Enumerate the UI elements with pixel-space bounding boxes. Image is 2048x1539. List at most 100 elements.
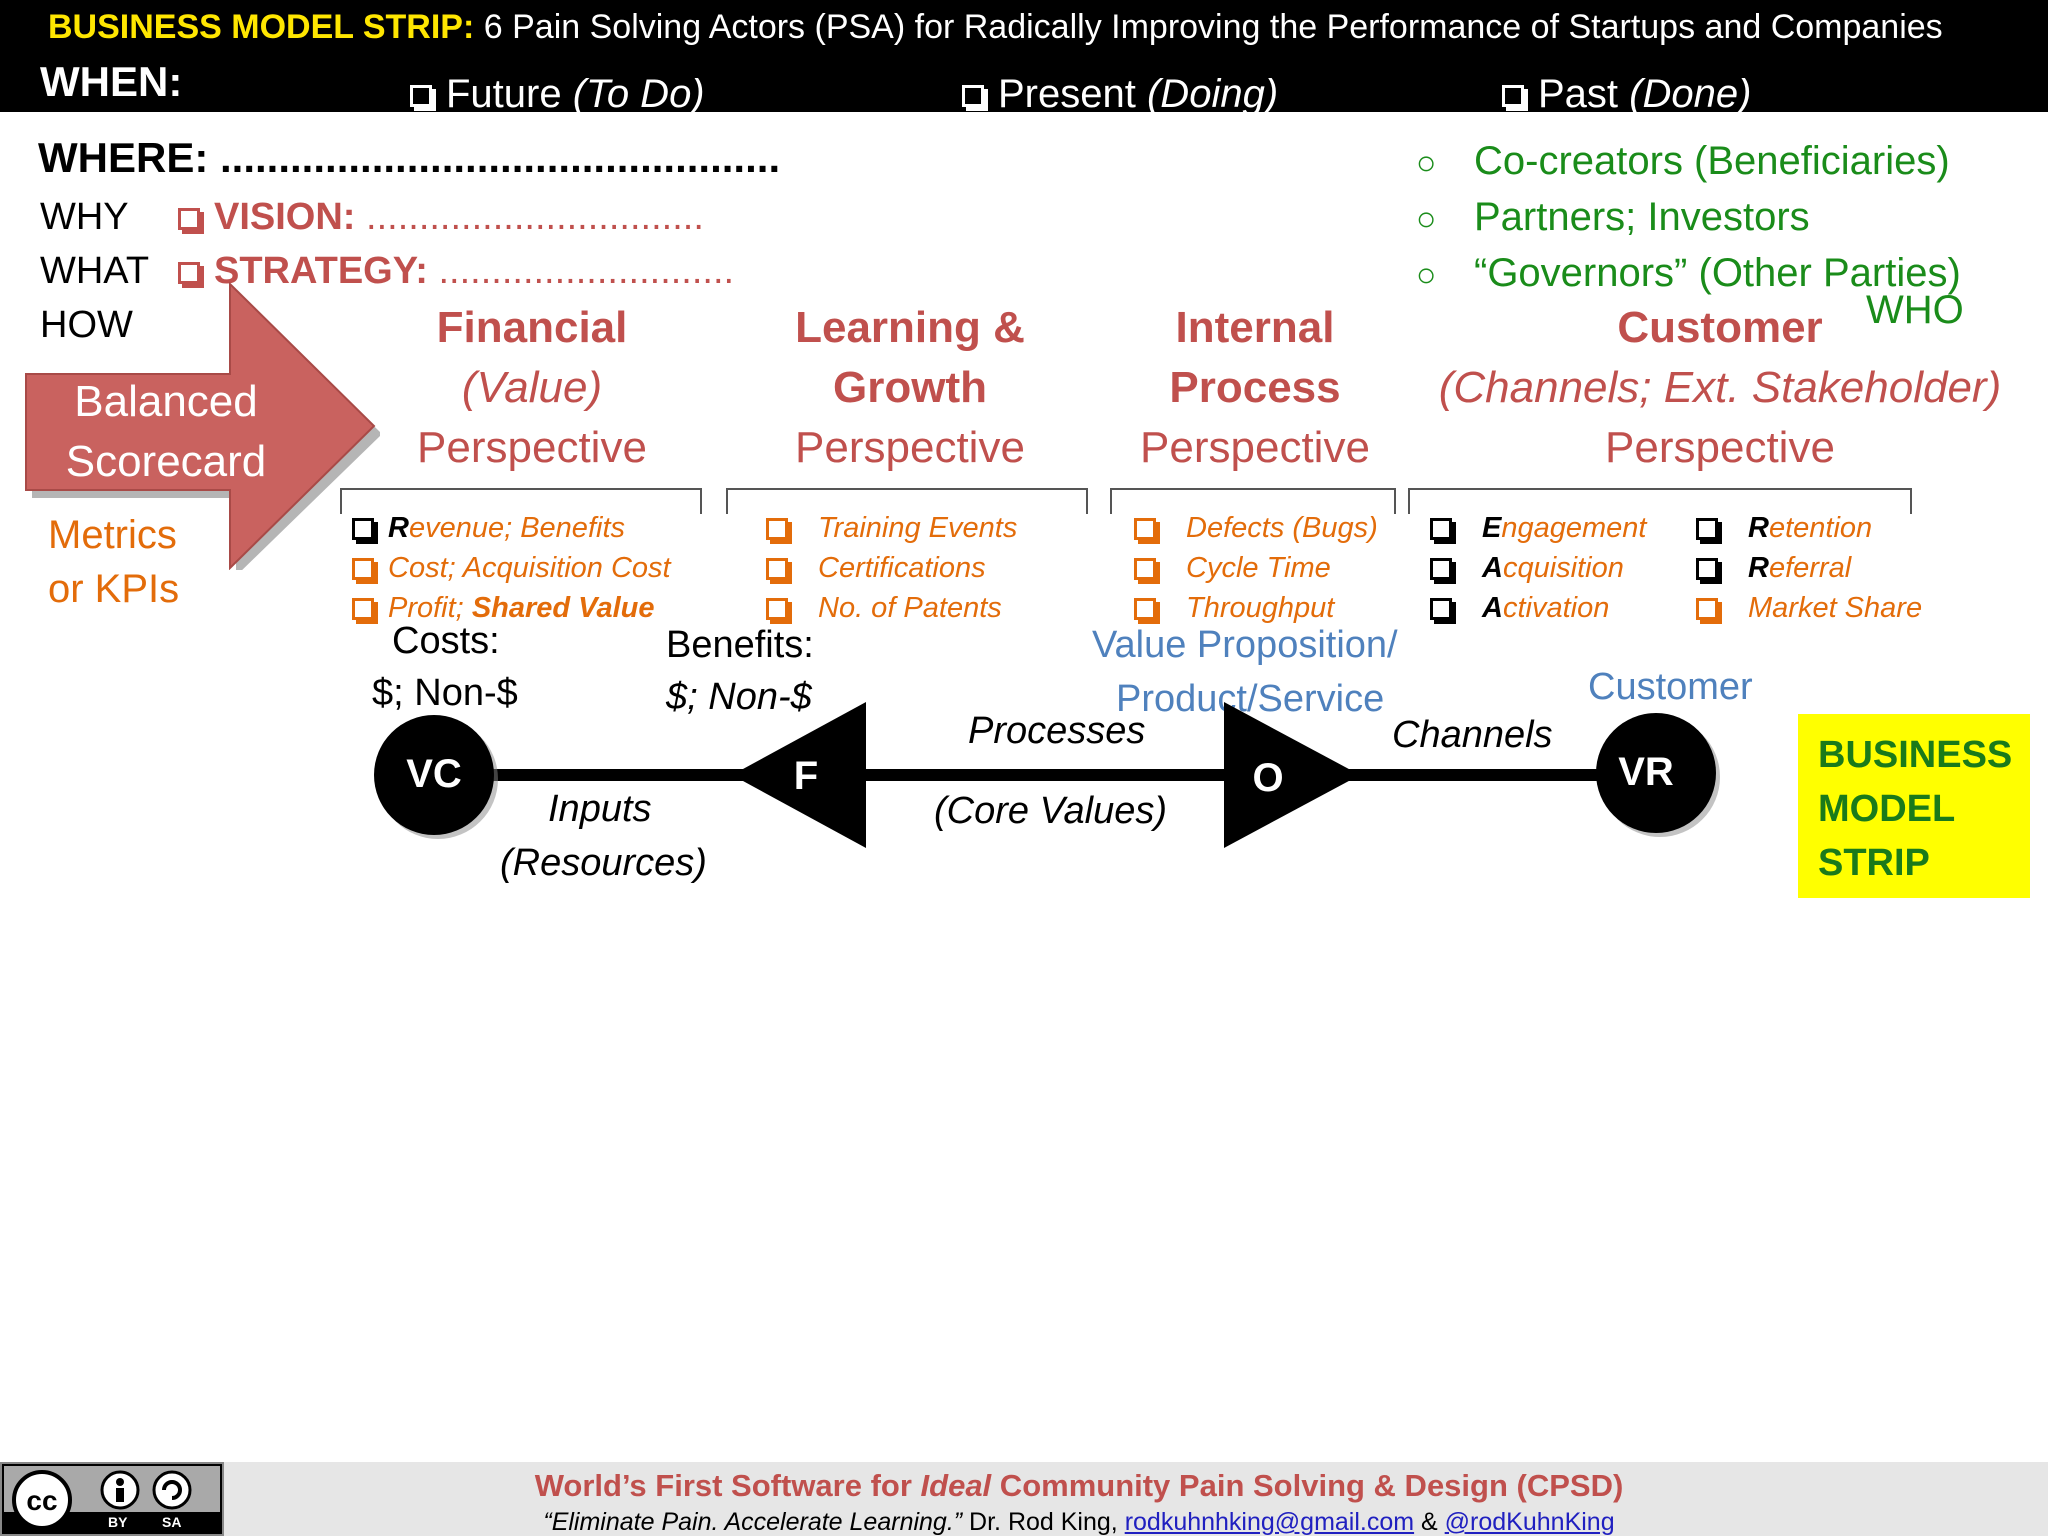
who-label: WHO [1866, 288, 1964, 332]
kpi-item: Referral [1696, 548, 1922, 588]
costs-label: Costs: [392, 620, 500, 662]
kpi-item: Retention [1696, 508, 1922, 548]
kpi-item: Profit; Shared Value [352, 588, 671, 628]
header-title: BUSINESS MODEL STRIP: 6 Pain Solving Act… [48, 8, 1943, 47]
kpi-list-customer-a: Engagement Acquisition Activation [1430, 508, 1646, 628]
kpi-item: No. of Patents [766, 588, 1017, 628]
checkbox-icon[interactable] [766, 518, 788, 541]
where-row: WHERE: .................................… [38, 134, 780, 182]
twitter-link[interactable]: @rodKuhnKing [1444, 1508, 1615, 1536]
bullet-icon: ○ [1416, 144, 1437, 182]
kpi-list-customer-b: Retention Referral Market Share [1696, 508, 1922, 628]
svg-text:cc: cc [26, 1485, 57, 1516]
checkbox-icon[interactable] [766, 598, 788, 621]
business-model-strip-diagram [374, 702, 1720, 848]
node-vc-label: VC [406, 752, 462, 796]
bullet-icon: ○ [1416, 200, 1437, 238]
strategy-label: STRATEGY: [214, 250, 428, 292]
benefits-label: Benefits: [666, 624, 814, 666]
checkbox-icon[interactable] [1430, 598, 1452, 621]
kpi-item: Throughput [1134, 588, 1378, 628]
checkbox-icon[interactable] [1430, 558, 1452, 581]
checkbox-icon[interactable] [178, 207, 200, 230]
checkbox-icon[interactable] [962, 85, 984, 108]
checkbox-icon[interactable] [352, 558, 374, 581]
o-triangle [1224, 702, 1360, 848]
checkbox-icon[interactable] [1696, 518, 1718, 541]
who-list: ○Co-creators (Beneficiaries) ○Partners; … [1416, 134, 1961, 302]
cc-icon: cc [4, 1466, 220, 1532]
kpi-item: Revenue; Benefits [352, 508, 671, 548]
business-model-strip-badge: BUSINESS MODEL STRIP [1798, 714, 2030, 898]
kpi-item: Engagement [1430, 508, 1646, 548]
when-option-present[interactable]: Present (Doing) [962, 72, 1278, 117]
vision-label: VISION: [214, 196, 356, 238]
checkbox-icon[interactable] [410, 85, 432, 108]
strategy-dots: ............................ [438, 250, 735, 292]
node-f-label: F [793, 754, 819, 798]
checkbox-icon[interactable] [766, 558, 788, 581]
checkbox-icon[interactable] [178, 261, 200, 284]
kpi-list-internal: Defects (Bugs) Cycle Time Throughput [1134, 508, 1378, 628]
channels-label: Channels [1392, 714, 1553, 756]
kpi-item: Cycle Time [1134, 548, 1378, 588]
vr-node [1596, 713, 1716, 833]
kpi-item: Cost; Acquisition Cost [352, 548, 671, 588]
who-item: ○“Governors” (Other Parties) [1416, 246, 1961, 302]
cc-by-label: BY [108, 1514, 128, 1530]
metrics-label: Metrics or KPIs [48, 513, 180, 611]
perspective-internal-process: Internal Process Perspective [1140, 303, 1370, 472]
checkbox-icon[interactable] [1134, 558, 1156, 581]
what-label: WHAT [40, 250, 150, 292]
checkbox-icon[interactable] [1134, 518, 1156, 541]
core-values-label: (Core Values) [934, 790, 1168, 832]
who-item: ○Partners; Investors [1416, 190, 1961, 246]
kpi-item: Certifications [766, 548, 1017, 588]
perspective-financial: Financial (Value) Perspective [417, 303, 647, 472]
title-rest: 6 Pain Solving Actors (PSA) for Radicall… [483, 8, 1943, 46]
resources-label: (Resources) [500, 842, 707, 884]
checkbox-icon[interactable] [1502, 85, 1524, 108]
balanced-scorecard-arrow [25, 281, 380, 570]
bracket-learning [726, 488, 1088, 514]
checkbox-icon[interactable] [352, 518, 374, 541]
checkbox-icon[interactable] [1430, 518, 1452, 541]
title-bold: BUSINESS MODEL STRIP: [48, 8, 475, 46]
where-dots: ........................................… [220, 134, 781, 181]
kpi-item: Defects (Bugs) [1134, 508, 1378, 548]
how-label: HOW [40, 304, 133, 346]
bracket-financial [340, 488, 702, 514]
email-link[interactable]: rodkuhnhking@gmail.com [1124, 1508, 1415, 1536]
checkbox-icon[interactable] [1134, 598, 1156, 621]
cc-license-badge[interactable]: cc BY SA [0, 1462, 224, 1536]
footer: cc BY SA World’s First Software for Idea… [0, 1462, 2048, 1536]
kpi-item: Acquisition [1430, 548, 1646, 588]
processes-label: Processes [968, 710, 1146, 752]
vision-dots: ................................ [366, 196, 704, 238]
inputs-label: Inputs [548, 788, 652, 830]
strategy-row: STRATEGY: ............................ [178, 250, 734, 293]
when-option-past[interactable]: Past (Done) [1502, 72, 1751, 117]
product-service-label: Product/Service [1116, 678, 1385, 720]
when-option-future[interactable]: Future (To Do) [410, 72, 705, 117]
balanced-scorecard-label: Balanced Scorecard [65, 377, 267, 486]
bullet-icon: ○ [1416, 256, 1437, 294]
kpi-item: Training Events [766, 508, 1017, 548]
where-label: WHERE: [38, 134, 209, 181]
checkbox-icon[interactable] [1696, 558, 1718, 581]
vc-node [374, 715, 494, 835]
customer-label: Customer [1588, 666, 1753, 708]
perspective-customer: Customer (Channels; Ext. Stakeholder) Pe… [1438, 303, 2002, 472]
costs-value: $; Non-$ [372, 672, 518, 714]
footer-subtitle: “Eliminate Pain. Accelerate Learning.” D… [543, 1508, 1615, 1536]
f-triangle [732, 702, 866, 848]
cc-sa-label: SA [162, 1514, 182, 1530]
checkbox-icon[interactable] [1696, 598, 1718, 621]
kpi-list-financial: Revenue; Benefits Cost; Acquisition Cost… [352, 508, 671, 628]
vision-row: VISION: ................................ [178, 196, 704, 239]
checkbox-icon[interactable] [352, 598, 374, 621]
benefits-value: $; Non-$ [666, 676, 812, 718]
node-o-label: O [1252, 756, 1284, 800]
who-item: ○Co-creators (Beneficiaries) [1416, 134, 1961, 190]
value-proposition-label: Value Proposition/ [1092, 624, 1398, 666]
